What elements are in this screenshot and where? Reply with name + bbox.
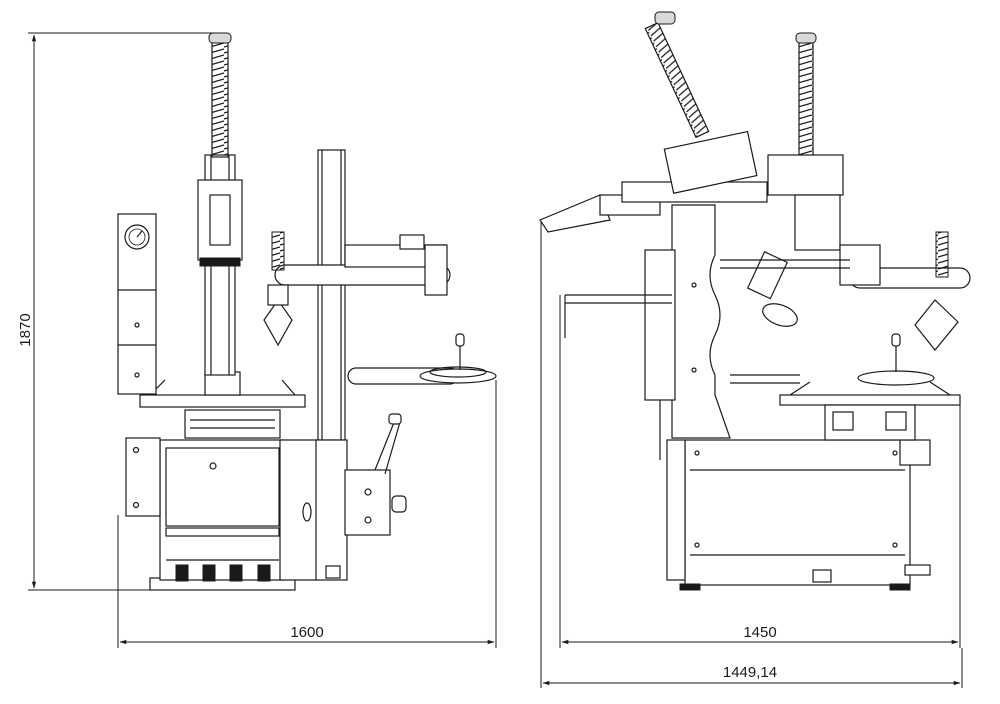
width-right-dimension-label: 1450 [743, 624, 776, 641]
pressure-gauge-panel [117, 213, 157, 395]
side-spring-tilted [644, 21, 710, 139]
height-dimension-label: 1870 [17, 313, 34, 346]
foot-pedals [175, 564, 271, 582]
spring-column [211, 41, 229, 158]
width-overall-dimension-label: 1449,14 [723, 664, 777, 681]
side-cabinet [684, 439, 911, 586]
upper-helper-arm [274, 264, 451, 286]
width-left-dimension-label: 1600 [290, 624, 323, 641]
side-spring-vertical [798, 41, 814, 158]
side-view [539, 11, 971, 591]
front-view [117, 32, 497, 591]
dimension-width-left: 1600 [117, 380, 497, 648]
bead-breaker-plate [344, 469, 391, 536]
dimension-width-right: 1450 [559, 295, 961, 648]
side-turntable [779, 394, 961, 406]
dimension-height: 1870 [17, 32, 214, 591]
side-column [671, 204, 731, 439]
turntable [139, 394, 306, 408]
cabinet [159, 439, 286, 581]
dimension-width-overall: 1449,14 [540, 222, 963, 688]
